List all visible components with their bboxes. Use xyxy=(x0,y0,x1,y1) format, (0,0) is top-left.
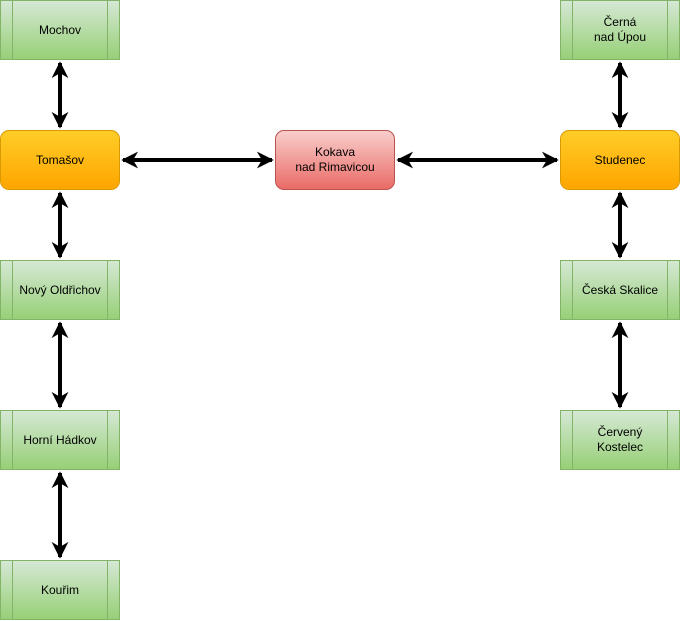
node-label: Černá nad Úpou xyxy=(593,15,647,44)
node-kokava-nad-rimavicou[interactable]: Kokava nad Rimavicou xyxy=(275,130,395,190)
node-kourim[interactable]: Kouřim xyxy=(0,560,120,620)
node-novy-oldrichov[interactable]: Nový Oldřichov xyxy=(0,260,120,320)
node-label: Kouřim xyxy=(40,582,79,597)
node-label: Červený Kostelec xyxy=(596,425,644,454)
node-label: Nový Oldřichov xyxy=(19,282,101,297)
node-label: Kokava nad Rimavicou xyxy=(295,145,375,174)
node-horni-hadkov[interactable]: Horní Hádkov xyxy=(0,410,120,470)
node-label: Tomašov xyxy=(35,152,85,167)
node-label: Mochov xyxy=(38,22,82,37)
node-cerna-nad-upou[interactable]: Černá nad Úpou xyxy=(560,0,680,60)
node-label: Česká Skalice xyxy=(581,282,659,297)
node-label: Horní Hádkov xyxy=(23,432,97,447)
node-mochov[interactable]: Mochov xyxy=(0,0,120,60)
node-tomasov[interactable]: Tomašov xyxy=(0,130,120,190)
node-studenec[interactable]: Studenec xyxy=(560,130,680,190)
node-label: Studenec xyxy=(594,152,646,167)
node-ceska-skalice[interactable]: Česká Skalice xyxy=(560,260,680,320)
node-cerveny-kostelec[interactable]: Červený Kostelec xyxy=(560,410,680,470)
